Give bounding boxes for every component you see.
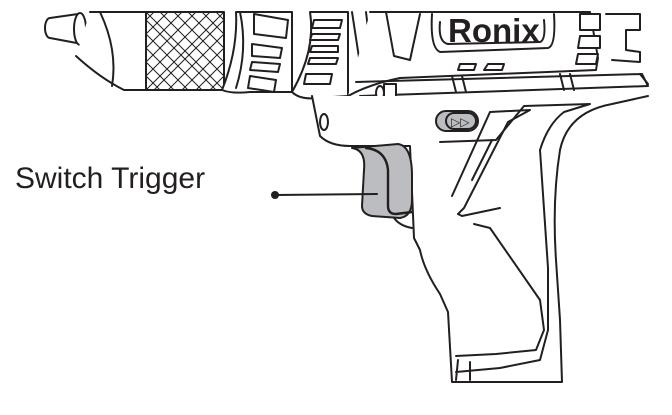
chuck-tip — [44, 12, 87, 46]
switch-trigger — [351, 143, 414, 229]
motor-housing: Ronix — [347, 11, 649, 101]
direction-arrows-icon: ▷▷ — [451, 115, 470, 129]
callout-leader — [271, 191, 378, 199]
direction-switch: ▷▷ — [435, 110, 479, 132]
switch-trigger-label: Switch Trigger — [15, 162, 206, 195]
brand-logo: Ronix — [448, 12, 540, 49]
handle — [311, 95, 649, 383]
gear-ring — [291, 11, 373, 100]
chuck-body — [75, 11, 225, 91]
clutch-ring — [221, 11, 293, 94]
